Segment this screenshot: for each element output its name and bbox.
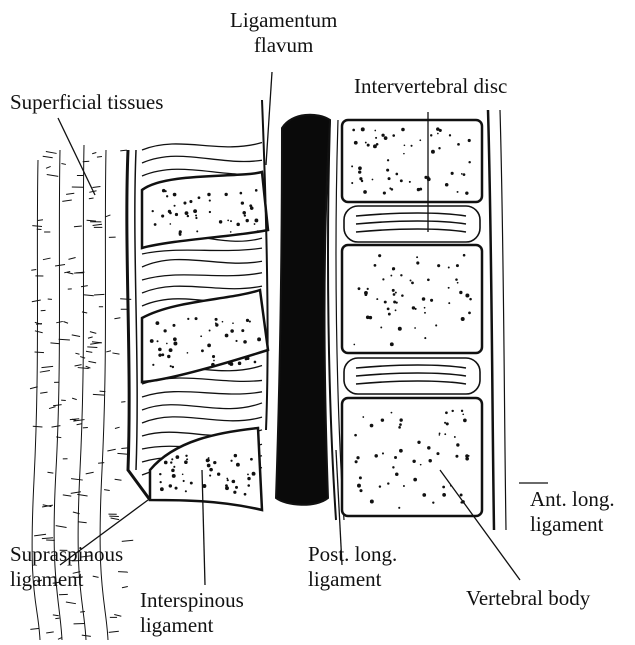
posterior-longitudinal-ligament <box>328 120 336 520</box>
anterior-longitudinal-ligament <box>488 110 494 530</box>
label-ligamentum-flavum: Ligamentum flavum <box>230 8 337 58</box>
spinous-processes <box>142 172 268 510</box>
label-post-long-ligament: Post. long. ligament <box>308 542 397 592</box>
label-supraspinous-ligament: Supraspinous ligament <box>10 542 123 592</box>
label-intervertebral-disc: Intervertebral disc <box>354 74 507 99</box>
label-superficial-tissues: Superficial tissues <box>10 90 163 115</box>
label-vertebral-body: Vertebral body <box>466 586 590 611</box>
label-ant-long-ligament: Ant. long. ligament <box>530 487 615 537</box>
label-interspinous-ligament: Interspinous ligament <box>140 588 244 638</box>
spinal-canal <box>276 115 330 505</box>
